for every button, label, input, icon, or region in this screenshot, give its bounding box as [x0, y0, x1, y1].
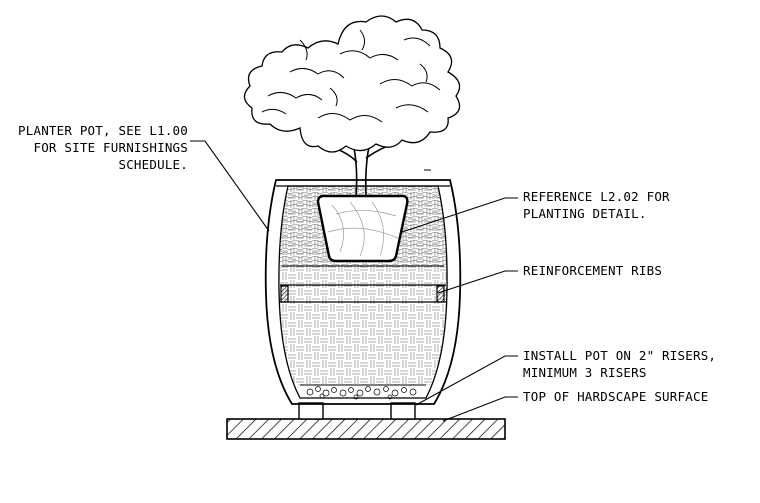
- callout-reinforcement: REINFORCEMENT RIBS: [523, 263, 662, 278]
- callout-planting-detail-line2: PLANTING DETAIL.: [523, 206, 647, 221]
- callout-planting-detail-line1: REFERENCE L2.02 FOR: [523, 189, 670, 204]
- callout-planter-pot: PLANTER POT, SEE L1.00 FOR SITE FURNISHI…: [18, 123, 188, 172]
- root-ball: [316, 194, 409, 263]
- callout-hardscape: TOP OF HARDSCAPE SURFACE: [523, 389, 708, 404]
- leader-lines: [190, 140, 518, 422]
- callout-planter-pot-line2: FOR SITE FURNISHINGS: [33, 140, 188, 155]
- hardscape-slab: [226, 418, 506, 440]
- drainage-gravel: [306, 386, 417, 400]
- callout-risers-line1: INSTALL POT ON 2" RISERS,: [523, 348, 716, 363]
- callout-reinforcement-line1: REINFORCEMENT RIBS: [523, 263, 662, 278]
- reinforcement-ribs: [280, 285, 445, 303]
- callout-planter-pot-line3: SCHEDULE.: [118, 157, 188, 172]
- callout-hardscape-line1: TOP OF HARDSCAPE SURFACE: [523, 389, 708, 404]
- callout-planting-detail: REFERENCE L2.02 FOR PLANTING DETAIL.: [523, 189, 670, 221]
- tree-canopy: [243, 15, 461, 153]
- risers: [298, 402, 416, 420]
- callout-risers-line2: MINIMUM 3 RISERS: [523, 365, 647, 380]
- callout-planter-pot-line1: PLANTER POT, SEE L1.00: [18, 123, 188, 138]
- callout-risers: INSTALL POT ON 2" RISERS, MINIMUM 3 RISE…: [523, 348, 716, 380]
